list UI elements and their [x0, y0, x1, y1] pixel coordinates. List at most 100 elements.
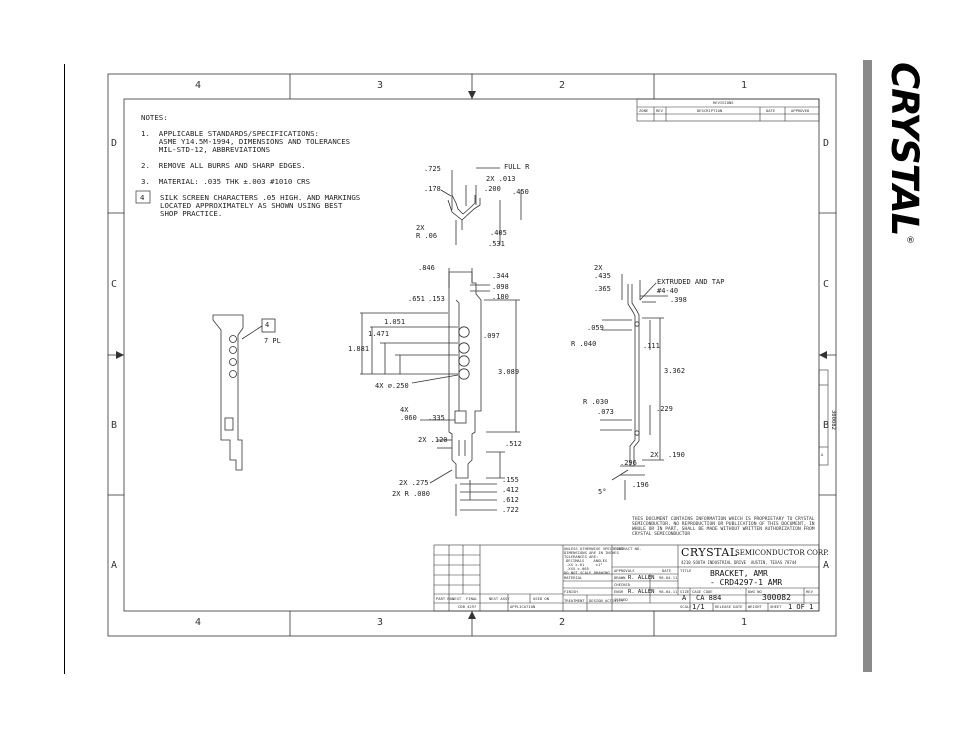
final-label: FINAL [466, 596, 478, 601]
rev-col-zone: ZONE [639, 108, 649, 113]
proprietary-line-1: THIS DOCUMENT CONTAINS INFORMATION WHICH… [632, 517, 815, 522]
front-dim-2x-275: 2X .275 [399, 479, 429, 487]
treatment-label: TREATMENT [564, 598, 585, 603]
side-dim-r030: R .030 [583, 398, 609, 406]
next-assy-label: NEXT ASSY [489, 596, 510, 601]
zone-bottom-4: 4 [195, 617, 202, 628]
note-2: 2. REMOVE ALL BURRS AND SHARP EDGES. [141, 161, 306, 170]
eng-date: 98-04-11 [659, 589, 678, 594]
side-dim-365: .365 [594, 285, 611, 293]
top-dim-200: .200 [484, 185, 501, 193]
front-dim-412: .412 [502, 486, 519, 494]
top-dim-531: .531 [488, 240, 505, 248]
eng-label: ENGR [614, 589, 624, 594]
zone-right-D: D [823, 138, 830, 149]
drawn-label: DRAWN [614, 575, 626, 580]
dwg-label: DWG NO [748, 589, 762, 594]
side-dim-2x-b: 2X [650, 451, 659, 459]
part-no-label: PART NO. [436, 596, 455, 601]
application-label: APPLICATION [510, 604, 536, 609]
front-dim-2x-120: 2X .120 [418, 436, 448, 444]
contract-label: CONTRACT NO. [614, 546, 642, 551]
cage-value: CA 884 [696, 594, 722, 602]
side-dim-2x: 2X [594, 264, 603, 272]
cage-label: CAGE CODE [692, 589, 713, 594]
front-dim-1881: 1.881 [348, 345, 370, 353]
side-dim-111: .111 [643, 342, 660, 350]
title-line-1: BRACKET, AMR [710, 569, 768, 578]
zone-top-1: 1 [741, 80, 748, 91]
rev-label: REV [806, 589, 813, 594]
front-dim-4x-dia: 4X ∅.250 [375, 382, 409, 390]
zone-right-B: B [823, 420, 830, 431]
sheet-value: 1 OF 1 [788, 603, 814, 611]
revisions-title: REVISIONS [713, 100, 734, 105]
page-margin-line [64, 64, 65, 674]
front-dim-335: .335 [428, 414, 445, 422]
top-dim-013: 2X .013 [486, 175, 516, 183]
side-dim-398: .398 [670, 296, 687, 304]
title-company: CRYSTAL [681, 546, 738, 559]
front-dim-060: .060 [400, 414, 417, 422]
tol-5: .XX ±.01 ±1° [566, 562, 603, 567]
front-dim-722: .722 [502, 506, 519, 514]
side-dim-r040: R .040 [571, 340, 597, 348]
used-on-label: USED ON [533, 596, 550, 601]
front-dim-612: .612 [502, 496, 519, 504]
release-label: RELEASE DATE [715, 604, 743, 609]
title-label: TITLE [680, 568, 692, 573]
side-dwg-number: 300082 [830, 410, 836, 430]
zone-bottom-3: 3 [377, 617, 384, 628]
scale-label: SCALE [680, 604, 692, 609]
zone-left-D: D [111, 138, 118, 149]
zone-right-A: A [823, 560, 830, 571]
side-dim-3362: 3.362 [664, 367, 686, 375]
tol-3: TOLERANCES ARE: [564, 554, 599, 559]
title-company-sub: SEMICONDUCTOR CORP. [735, 549, 829, 557]
front-dim-1471: 1.471 [368, 330, 390, 338]
size-label: SIZE [680, 589, 690, 594]
rev-col-date: DATE [766, 108, 776, 113]
notes-title: NOTES: [141, 113, 168, 122]
front-dim-3089: 3.089 [498, 368, 520, 376]
top-dim-405: .405 [490, 229, 507, 237]
tol-2: DIMENSIONS ARE IN INCHES [564, 550, 619, 555]
side-dwg-strip: 300082 [819, 388, 836, 446]
front-dim-1051: 1.051 [384, 318, 406, 326]
side-dim-435: .435 [594, 272, 611, 280]
note-4-number: 4 [140, 193, 145, 202]
eng-by: R. ALLEN [628, 589, 655, 595]
note-1a: 1. APPLICABLE STANDARDS/SPECIFICATIONS: [141, 129, 319, 138]
sidebar-gray-bar [863, 60, 872, 672]
front-dim-846: .846 [418, 264, 435, 272]
zone-bottom-2: 2 [559, 617, 566, 628]
approvals-label: APPROVALS [614, 568, 635, 573]
side-dim-190: .190 [668, 451, 685, 459]
side-dim-296: .296 [620, 459, 637, 467]
zone-left-A: A [111, 560, 118, 571]
sheet-label: SHEET [770, 604, 782, 609]
top-dim-178: .178 [424, 185, 441, 193]
side-dim-059: .059 [587, 324, 604, 332]
front-dim-155: .155 [502, 476, 519, 484]
zone-right-C: C [823, 279, 830, 290]
zone-top-3: 3 [377, 80, 384, 91]
crystal-logo: CRYSTAL [883, 62, 920, 235]
front-dim-344: .344 [492, 272, 509, 280]
logo-text: CRYSTAL [883, 62, 920, 235]
title-line-2: - CRD4297-1 AMR [710, 578, 783, 587]
drawn-by: R. ALLEN [628, 575, 655, 581]
note-1c: MIL-STD-12, ABBREVIATIONS [141, 145, 271, 154]
zone-left-C: C [111, 279, 118, 290]
front-dim-153: .153 [428, 295, 445, 303]
front-dim-2x-r080: 2X R .080 [392, 490, 430, 498]
note-3: 3. MATERIAL: .035 THK ±.003 #1010 CRS [141, 177, 311, 186]
proprietary-line-2: SEMICONDUCTOR. NO REPRODUCTION OR PUBLIC… [632, 522, 815, 527]
front-dim-4x: 4X [400, 406, 409, 414]
tol-7: DO NOT SCALE DRAWING [564, 570, 610, 575]
dwg-value: 300082 [762, 593, 791, 602]
logo-registered-mark: ® [906, 236, 915, 246]
rev-col-approved: APPROVED [791, 108, 810, 113]
side-dim-extruded: EXTRUDED AND TAP [657, 278, 725, 286]
